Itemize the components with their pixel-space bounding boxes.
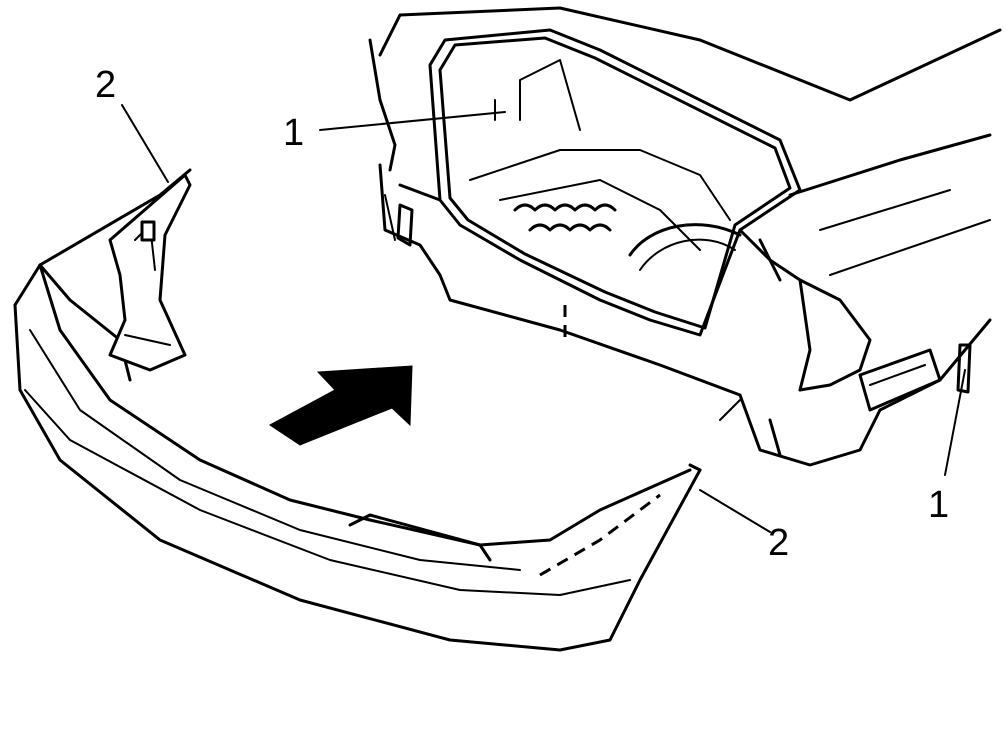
rear-bumper-fascia bbox=[13, 168, 702, 652]
vehicle-rear-body bbox=[368, 6, 1002, 467]
callout-retainer-left: 1 bbox=[283, 112, 305, 154]
bumper-bracket-left bbox=[108, 173, 192, 372]
leader-retainer-right bbox=[944, 369, 966, 476]
direction-arrow bbox=[269, 365, 413, 446]
callout-bracket-left: 2 bbox=[95, 64, 117, 106]
leader-bracket-left bbox=[121, 104, 169, 183]
callout-bracket-right: 2 bbox=[768, 522, 790, 564]
leader-retainer-left bbox=[319, 111, 506, 131]
leader-lines bbox=[121, 104, 966, 533]
leader-bracket-right bbox=[699, 489, 771, 533]
callout-retainer-right: 1 bbox=[928, 484, 950, 526]
